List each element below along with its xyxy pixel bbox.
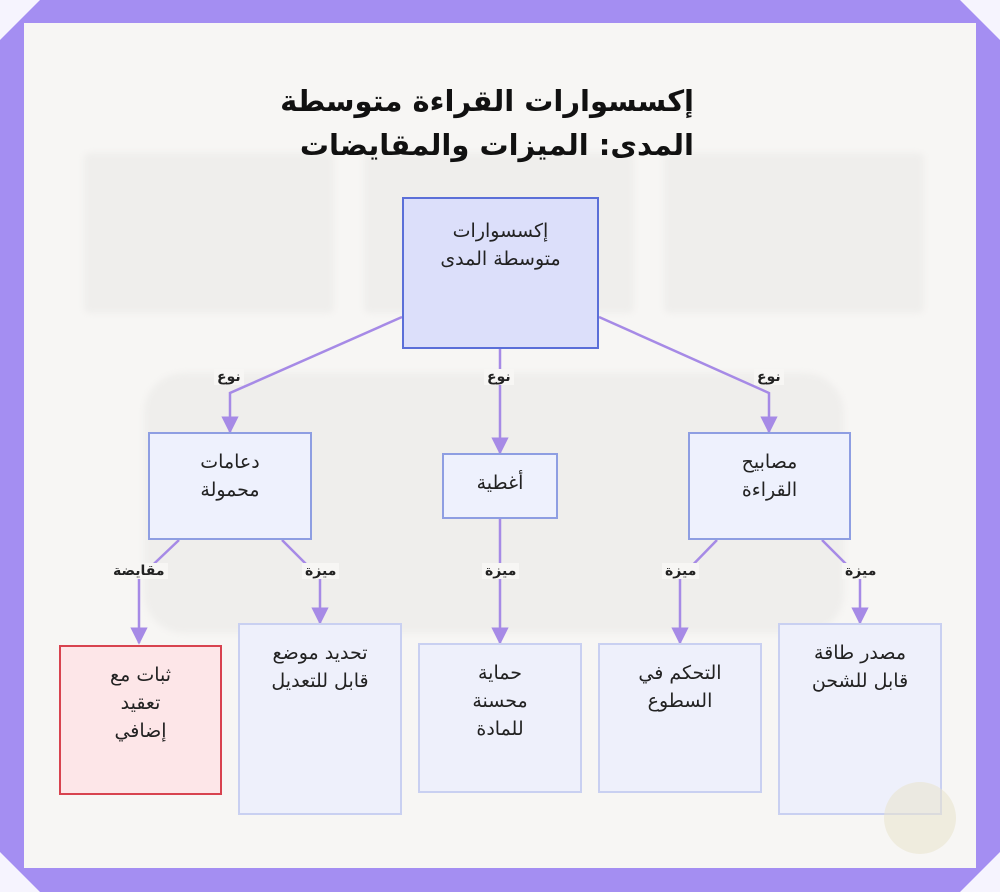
edge-label-type: نوع (214, 369, 244, 385)
diagram-panel: إكسسوارات القراءة متوسطة المدى: الميزات … (24, 23, 976, 868)
edges-layer (130, 315, 869, 645)
edge-stands-stability (130, 539, 180, 645)
edge-stands-positioning (281, 539, 329, 625)
node-glare-control: التحكم في السطوع (598, 643, 762, 793)
node-portable-stands: دعامات محمولة (148, 432, 312, 540)
node-root: إكسسوارات متوسطة المدى (402, 197, 599, 349)
node-root-label: إكسسوارات متوسطة المدى (440, 220, 561, 270)
node-enhanced-protection: حماية محسنة للمادة (418, 643, 582, 793)
watermark-badge (884, 782, 956, 854)
diagram-title: إكسسوارات القراءة متوسطة المدى: الميزات … (280, 84, 694, 162)
node-adjustable-positioning: تحديد موضع قابل للتعديل (238, 623, 402, 815)
node-covers-label: أغطية (476, 472, 524, 494)
edge-label-type: نوع (754, 369, 784, 385)
edge-root-lamps (598, 315, 778, 434)
node-glare-label: التحكم في السطوع (638, 662, 722, 712)
edge-label-feature: ميزة (482, 563, 520, 579)
edge-label-tradeoff: مقايضة (110, 563, 168, 579)
edge-label-feature: ميزة (842, 563, 880, 579)
node-power-label: مصدر طاقة قابل للشحن (811, 642, 909, 692)
frame-corner-bottom-right (960, 852, 1000, 892)
node-stability-complexity: ثبات مع تعقيد إضافي (59, 645, 222, 795)
edge-root-stands (221, 315, 403, 434)
edge-lamps-glare (671, 539, 718, 645)
node-covers: أغطية (442, 453, 558, 519)
node-rechargeable-power: مصدر طاقة قابل للشحن (778, 623, 942, 815)
background-card (84, 153, 334, 313)
frame-corner-top-left (0, 0, 40, 40)
edge-label-feature: ميزة (302, 563, 340, 579)
background-card (664, 153, 924, 313)
edge-label-type: نوع (484, 369, 514, 385)
node-reading-lamps-label: مصابيح القراءة (741, 451, 798, 501)
edge-label-feature: ميزة (662, 563, 700, 579)
node-portable-stands-label: دعامات محمولة (200, 451, 260, 501)
node-protection-label: حماية محسنة للمادة (472, 662, 528, 740)
edge-lamps-power (821, 539, 869, 625)
frame-corner-bottom-left (0, 852, 40, 892)
node-reading-lamps: مصابيح القراءة (688, 432, 851, 540)
node-positioning-label: تحديد موضع قابل للتعديل (271, 642, 369, 692)
node-stability-label: ثبات مع تعقيد إضافي (109, 664, 172, 742)
frame-corner-top-right (960, 0, 1000, 40)
